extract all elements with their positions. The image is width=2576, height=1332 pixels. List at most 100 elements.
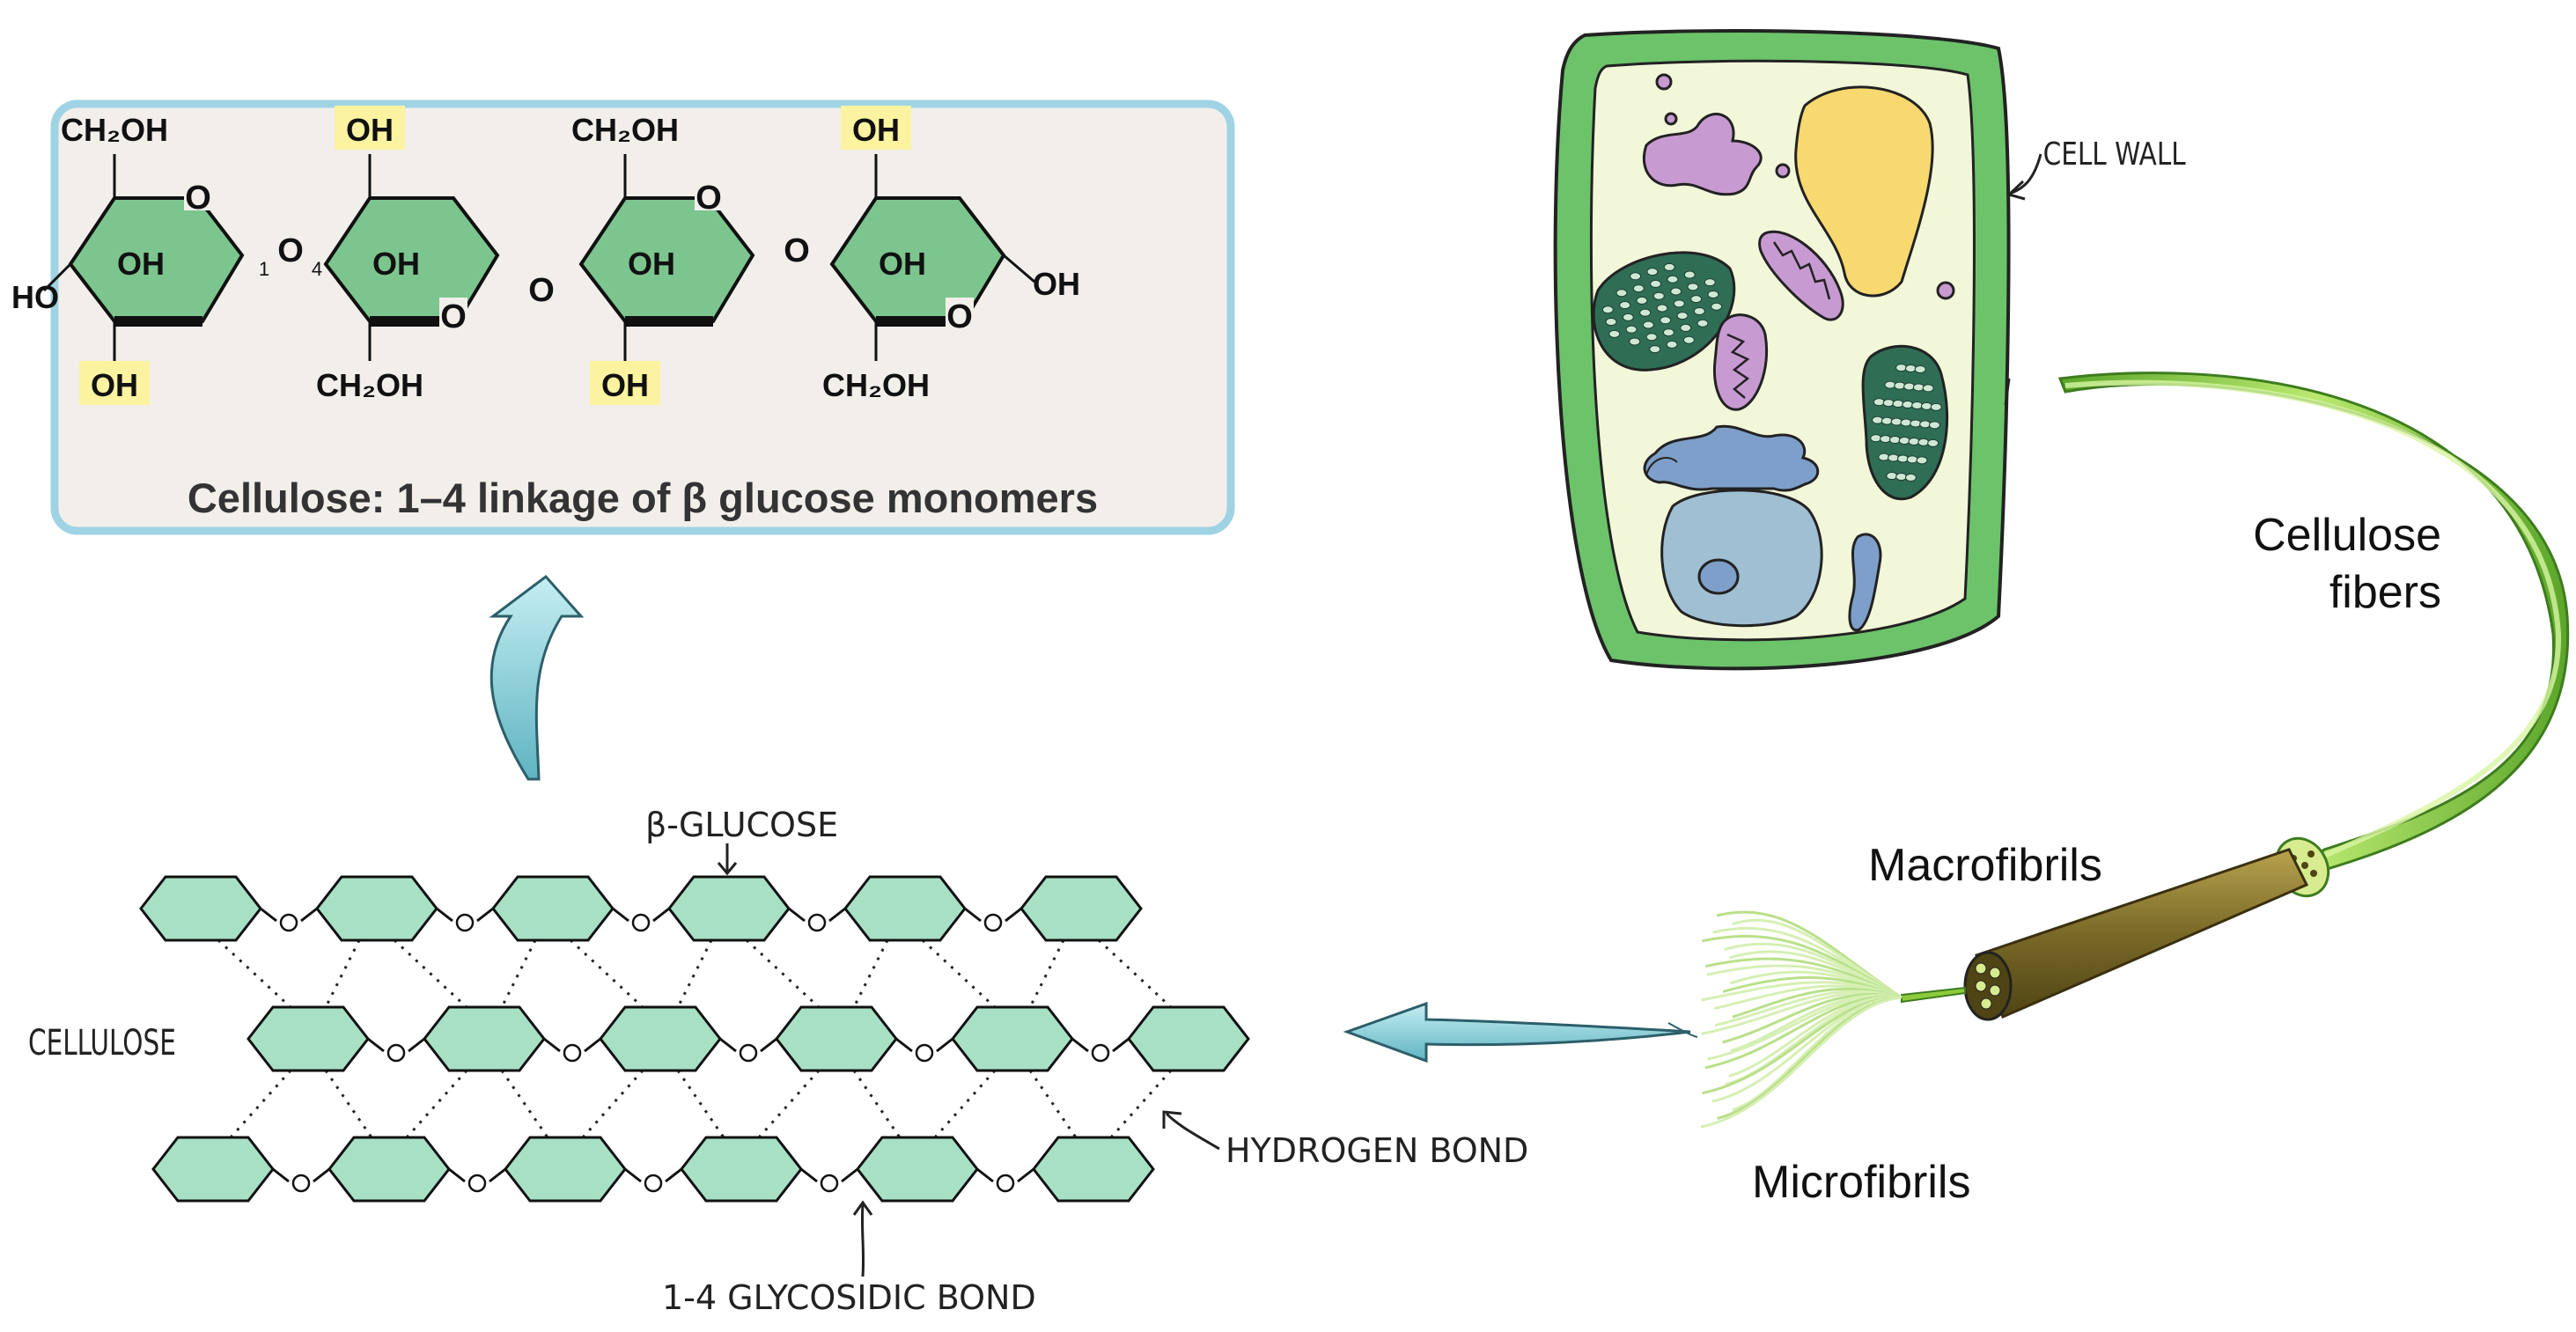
hydrogen-bond-label: HYDROGEN BOND <box>1225 1131 1528 1170</box>
glycosidic-bond <box>436 907 494 923</box>
glycosidic-o <box>739 1043 758 1063</box>
chem-label: CH₂OH <box>61 112 168 148</box>
thylakoid <box>1630 272 1642 281</box>
chem-label: OH <box>372 246 420 282</box>
cell-wall-label: CELL WALL <box>2043 135 2187 173</box>
thylakoid <box>1696 319 1709 327</box>
thylakoid <box>1625 325 1638 334</box>
glycosidic-o <box>291 1174 311 1193</box>
hydrogen-bond-lines <box>217 938 1173 1139</box>
arrow-left-icon <box>1343 1001 1698 1063</box>
vesicle <box>1775 163 1791 179</box>
thylakoid <box>1904 364 1917 373</box>
thylakoid <box>1890 417 1903 426</box>
thylakoid <box>1916 456 1928 465</box>
hydrogen-bond <box>1097 938 1173 1009</box>
thylakoid <box>1886 472 1898 481</box>
arrow-up-icon <box>489 574 585 781</box>
hydrogen-bond <box>1028 939 1065 1008</box>
thylakoid <box>1707 290 1719 298</box>
thylakoid <box>1892 400 1904 408</box>
chem-label: OH <box>346 112 394 148</box>
chem-label: O <box>277 232 304 269</box>
vesicle <box>1655 73 1673 91</box>
glycosidic-bond <box>543 1037 601 1053</box>
chem-label: 1 <box>259 258 269 280</box>
glycosidic-bond <box>1071 1037 1130 1053</box>
thylakoid <box>1632 284 1645 293</box>
microfibril <box>1700 996 1903 1129</box>
glucose-hexagon <box>1032 1136 1155 1203</box>
endoplasmic-reticulum <box>1643 424 1820 492</box>
mitochondrion <box>1758 230 1844 321</box>
glucose-hexagon <box>775 1005 898 1072</box>
thylakoid <box>1667 275 1679 283</box>
thylakoid <box>1870 434 1882 443</box>
chem-label: 4 <box>312 258 322 280</box>
thylakoid <box>1888 436 1901 445</box>
thylakoid <box>1662 328 1674 337</box>
glucose-hexagon <box>328 1136 451 1203</box>
thylakoid <box>1646 268 1659 276</box>
thylakoid <box>1693 306 1705 315</box>
hydrogen-bond <box>852 939 889 1008</box>
hydrogen-bond <box>676 939 713 1008</box>
chloroplast <box>1592 251 1736 372</box>
thylakoid <box>1608 329 1621 338</box>
nucleolus <box>1697 558 1740 595</box>
glycosidic-bond <box>448 1167 506 1183</box>
rough-er <box>1848 533 1882 632</box>
thylakoid <box>1619 301 1631 310</box>
macrofibrils-label: Macrofibrils <box>1868 840 2102 891</box>
thylakoid <box>1922 384 1934 393</box>
thylakoid <box>1873 398 1885 407</box>
thylakoid <box>1616 289 1628 298</box>
chem-label: O <box>784 232 810 269</box>
fibril-end <box>2301 862 2308 869</box>
glucose-hexagon <box>491 875 615 942</box>
golgi <box>1642 113 1763 196</box>
glycosidic-o: O <box>528 272 555 309</box>
fibril-end <box>2307 850 2315 857</box>
glycosidic-bond <box>788 907 846 923</box>
thylakoid <box>1704 278 1716 287</box>
hydrogen-bond <box>921 938 997 1009</box>
hydrogen-bond <box>1028 1070 1078 1138</box>
cell-wall-tick <box>2004 378 2011 406</box>
thylakoid <box>1601 305 1614 314</box>
thylakoid <box>1650 279 1662 288</box>
thylakoid <box>1895 364 1908 372</box>
hydrogen-bond <box>229 1069 292 1139</box>
thylakoid <box>1912 383 1925 392</box>
thylakoid <box>1900 418 1912 427</box>
hydrogen-bond-pointer <box>1162 1110 1220 1151</box>
thylakoid <box>1666 340 1678 349</box>
hydrogen-bond <box>745 938 821 1009</box>
thylakoid <box>1660 316 1672 325</box>
vesicle <box>1936 281 1955 300</box>
glucose-hexagon <box>951 1005 1074 1072</box>
hydrogen-bond <box>393 938 468 1009</box>
chem-label: OH <box>91 367 138 403</box>
glycosidic-bond <box>964 907 1022 923</box>
thylakoid <box>1920 401 1932 410</box>
hydrogen-bond <box>405 1069 468 1139</box>
thylakoid <box>1882 399 1895 408</box>
thylakoid <box>1911 401 1924 409</box>
chem-label: O <box>946 298 973 335</box>
glucose-hexagons <box>139 875 1250 1203</box>
glycosidic-o <box>996 1174 1015 1193</box>
glycosidic-links <box>260 907 1130 1193</box>
chem-label: OH <box>879 246 926 282</box>
thylakoid <box>1910 419 1922 428</box>
glycosidic-bond <box>719 1037 777 1053</box>
glycosidic-bond-pointer <box>852 1200 873 1277</box>
glycosidic-bond <box>612 907 670 923</box>
hydrogen-bond <box>676 1070 725 1138</box>
fibril-end <box>1975 980 1987 992</box>
thylakoid <box>1652 291 1665 300</box>
glycosidic-bond-label: 1-4 GLYCOSIDIC BOND <box>662 1278 1036 1317</box>
thylakoid <box>1690 295 1703 304</box>
glucose-hexagon <box>856 1136 979 1203</box>
